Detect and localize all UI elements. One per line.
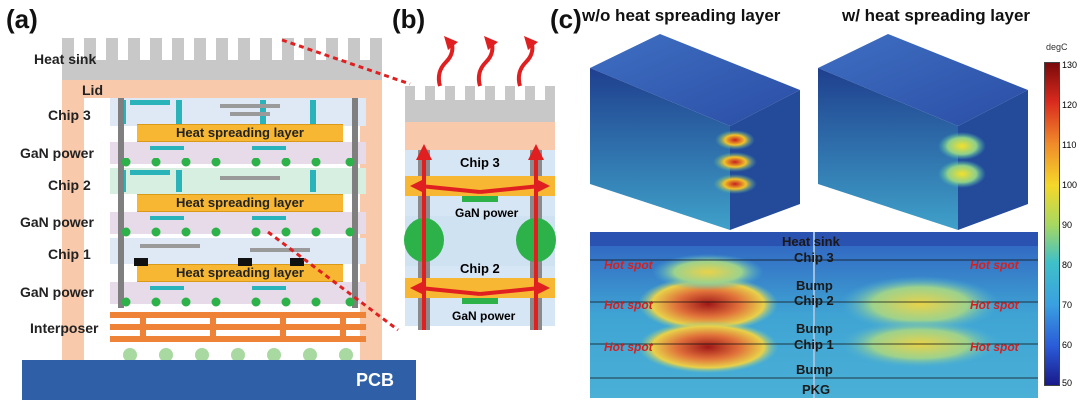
label-gan-3: GaN power: [20, 284, 94, 300]
label-chip3: Chip 3: [48, 107, 91, 123]
label-chip2: Chip 2: [48, 177, 91, 193]
colorbar-tick-130: 130: [1062, 60, 1078, 70]
pcb-board: PCB: [22, 360, 416, 400]
colorbar-tick-70: 70: [1062, 300, 1073, 310]
label-interposer: Interposer: [30, 320, 99, 336]
colorbar-tick-120: 120: [1062, 100, 1078, 110]
panel-b-gan-bottom: GaN power: [452, 309, 516, 323]
heat-spreading-layer-3: Heat spreading layer: [137, 264, 343, 282]
hot-spot-right-2: Hot spot: [970, 298, 1019, 312]
cs-label-bump-3: Bump: [796, 362, 833, 377]
label-gan-1: GaN power: [20, 145, 94, 161]
pcb-label: PCB: [355, 370, 394, 390]
hot-spot-left-1: Hot spot: [604, 258, 653, 272]
solder-balls: [123, 348, 353, 362]
label-gan-2: GaN power: [20, 214, 94, 230]
hot-spot-left-2: Hot spot: [604, 298, 653, 312]
heat-spreading-layer-2: Heat spreading layer: [137, 194, 343, 212]
heat-sink-graphic: [62, 38, 382, 80]
tsv-left: [118, 98, 124, 308]
panel-b-chip3: Chip 3: [460, 155, 500, 170]
title-without-spreading: w/o heat spreading layer: [582, 6, 781, 25]
bump-rows: [121, 158, 355, 307]
colorbar-tick-80: 80: [1062, 260, 1073, 270]
colorbar-tick-90: 90: [1062, 220, 1073, 230]
interposer-graphic: [110, 312, 366, 342]
label-heat-sink: Heat sink: [34, 51, 97, 67]
colorbar-tick-110: 110: [1062, 140, 1077, 150]
hot-spot-left-3: Hot spot: [604, 340, 653, 354]
cs-label-chip3: Chip 3: [794, 250, 834, 265]
thermal-3d-views: [590, 34, 1028, 230]
colorbar-tick-50: 50: [1062, 378, 1073, 388]
colorbar: [1044, 62, 1060, 386]
colorbar-tick-60: 60: [1062, 340, 1073, 350]
hot-spot-right-1: Hot spot: [970, 258, 1019, 272]
label-chip1: Chip 1: [48, 246, 91, 262]
lid-left-wall: [62, 80, 84, 362]
cs-label-bump-1: Bump: [796, 278, 833, 293]
hot-spot-right-3: Hot spot: [970, 340, 1019, 354]
cs-label-pkg: PKG: [802, 382, 831, 397]
cs-label-heat-sink: Heat sink: [782, 234, 840, 249]
cs-label-chip2: Chip 2: [794, 293, 834, 308]
cs-label-bump-2: Bump: [796, 321, 833, 336]
cs-label-chip1: Chip 1: [794, 337, 834, 352]
thermal-cross-section: [590, 232, 1038, 398]
panel-label-a: (a): [6, 4, 38, 34]
title-with-spreading: w/ heat spreading layer: [842, 6, 1031, 25]
lid-top: [62, 80, 382, 98]
circuit-details: [120, 100, 316, 290]
label-lid: Lid: [82, 82, 103, 98]
panel-label-c: (c): [550, 4, 582, 34]
panel-b-chip2: Chip 2: [460, 261, 500, 276]
panel-label-b: (b): [392, 4, 426, 34]
tsv-right: [352, 98, 358, 308]
panel-b-graphic: [404, 36, 556, 330]
heat-spreading-layer-1: Heat spreading layer: [137, 124, 343, 142]
colorbar-unit: degC: [1046, 42, 1068, 52]
colorbar-tick-100: 100: [1062, 180, 1078, 190]
panel-b-gan-top: GaN power: [455, 206, 519, 220]
